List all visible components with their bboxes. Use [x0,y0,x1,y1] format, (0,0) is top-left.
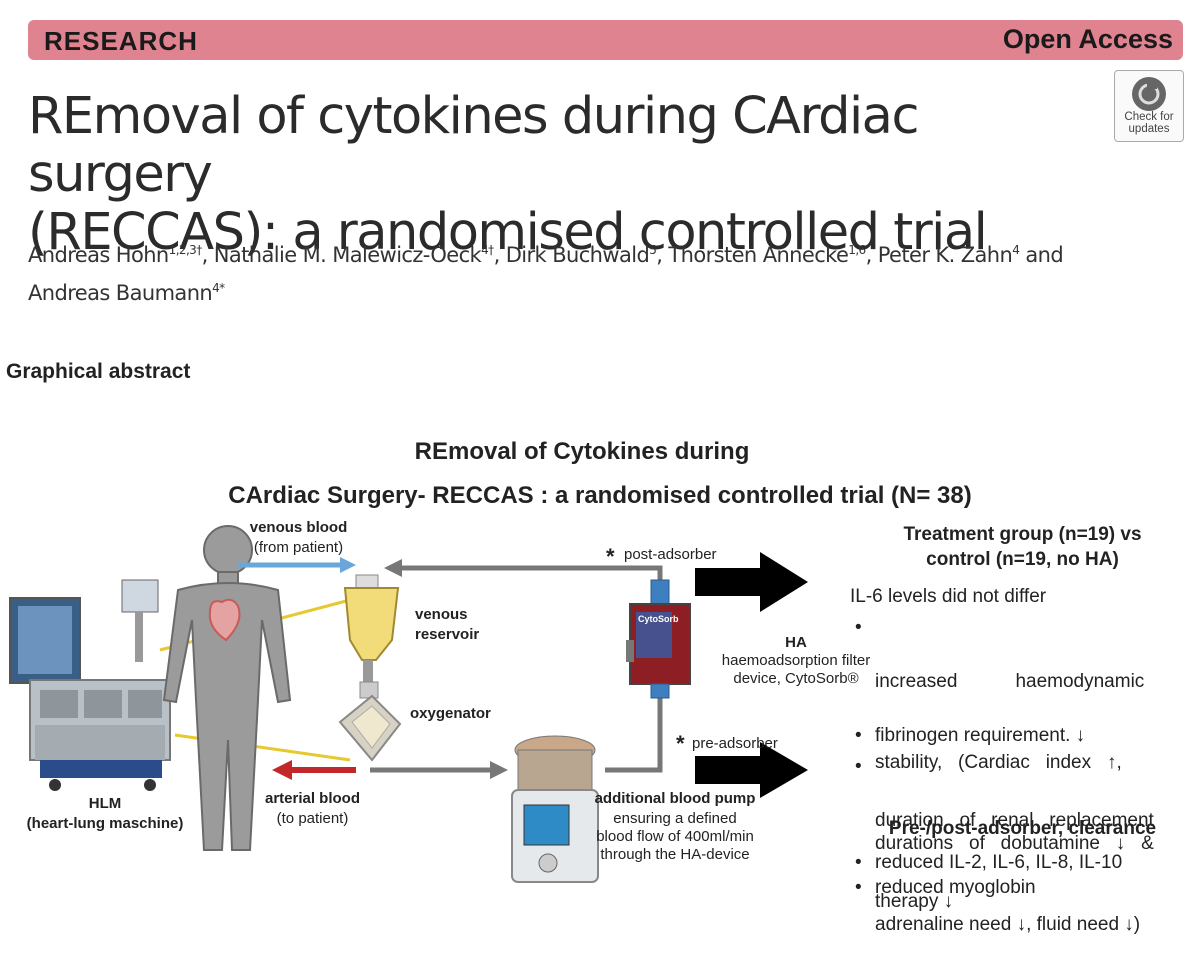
bullet-marker: • [855,617,862,638]
figure-title-line1: REmoval of Cytokines during [414,438,750,465]
il6-result: IL-6 levels did not differ [850,586,1047,607]
author[interactable]: Peter K. Zahn4 [877,243,1020,267]
bullet-marker: • [855,725,862,746]
article-title-line2: (RECCAS): a randomised controlled trial [28,203,988,262]
oxygenator-label: oxygenator [410,705,491,722]
asterisk-icon: * [676,731,685,756]
asterisk-icon: * [606,544,615,569]
cytosorb-label: CytoSorb [638,614,679,624]
pre-adsorber-label: pre-adsorber [692,735,778,752]
pump-label: additional blood pump [594,790,756,807]
clearance-heading: Pre-/post-adsorber, clearance [888,818,1157,839]
pump-sublabel-2: blood flow of 400ml/min [596,828,754,845]
bullet-marker: • [855,852,862,873]
treatment-group-line1: Treatment group (n=19) vs [903,524,1142,545]
hlm-label: HLM [88,795,122,812]
pump-sublabel-1: ensuring a defined [613,810,737,827]
hlm-sublabel: (heart-lung maschine) [26,815,184,832]
tubing-return-line [400,565,663,594]
arterial-blood-sublabel: (to patient) [276,810,349,827]
section-label: RESEARCH [44,26,198,56]
circuit-diagram [9,525,808,883]
cytosorb-device-image [626,579,691,699]
author-list: Andreas Hohn1,2,3†, Nathalie M. Malewicz… [28,243,1064,305]
article-title: REmoval of cytokines during CArdiac surg… [28,88,1108,262]
venous-reservoir-label-1: venous [415,606,468,623]
oxygenator-image [338,681,402,762]
ha-sublabel-2: device, CytoSorb® [733,670,859,687]
venous-blood-label: venous blood [249,519,348,536]
post-adsorber-label: post-adsorber [624,546,717,563]
hlm-machine-image [9,579,171,791]
venous-blood-sublabel: (from patient) [253,539,344,556]
bullet-marker: • [855,756,862,777]
arterial-blood-label: arterial blood [264,790,361,807]
author[interactable]: Andreas Hohn1,2,3† [28,243,202,267]
author[interactable]: Andreas Baumann4* [28,281,225,305]
check-updates-icon [1132,77,1166,111]
badge-line2: updates [1128,123,1170,135]
heart-icon [208,598,241,642]
author[interactable]: Thorsten Annecke1,6 [668,243,866,267]
patient-figure [162,525,292,851]
venous-reservoir-image [343,574,400,690]
ha-label: HA [785,634,807,651]
tubing-to-adsorber [605,690,663,773]
bullet-marker: • [855,877,862,898]
clearance-bullet: reduced myoglobin [875,877,1036,898]
open-access-label[interactable]: Open Access [1002,24,1173,54]
figure-title-line2: CArdiac Surgery- RECCAS : a randomised c… [228,482,972,509]
ha-sublabel-1: haemoadsorption filter [721,652,871,669]
section-banner: RESEARCH Open Access [28,20,1183,60]
blood-pump-image [511,735,599,883]
clearance-bullet: reduced IL-2, IL-6, IL-8, IL-10 [875,852,1123,873]
check-for-updates-button[interactable]: Check for updates [1114,70,1184,142]
treatment-group-line2: control (n=19, no HA) [926,549,1119,570]
result-bullet: fibrinogen requirement. ↓ [875,725,1086,746]
venous-reservoir-label-2: reservoir [415,626,480,643]
graphical-abstract-heading: Graphical abstract [6,360,191,383]
pump-sublabel-3: through the HA-device [600,846,750,863]
badge-line1: Check for [1124,111,1174,123]
result-arrow-top [695,552,808,612]
author[interactable]: Dirk Buchwald5 [505,243,657,267]
author[interactable]: Nathalie M. Malewicz-Oeck4† [213,243,494,267]
article-title-line1: REmoval of cytokines during CArdiac surg… [28,87,919,204]
result-bullet: duration of renal replacement therapy ↓ [875,810,1154,912]
result-arrow-bottom [695,742,808,798]
